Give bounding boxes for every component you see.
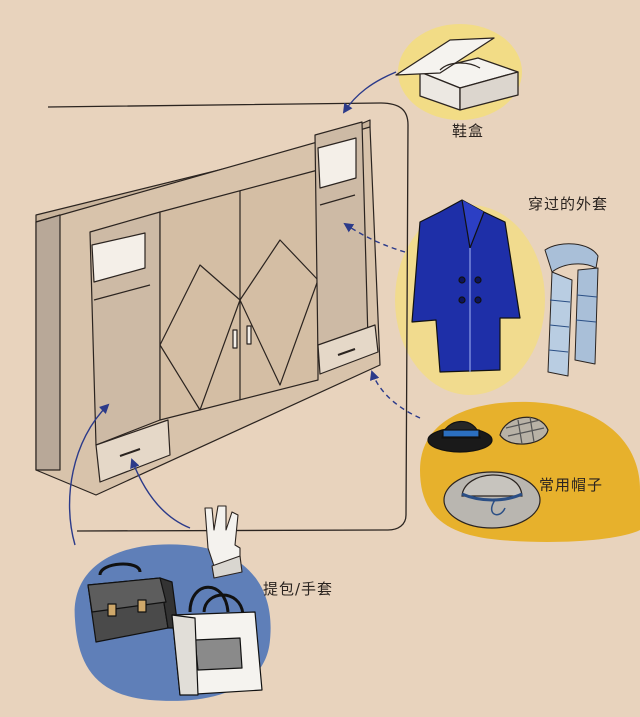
door-handle-left <box>232 329 238 349</box>
arrows <box>68 71 421 546</box>
bags-gloves-label: 提包/手套 <box>263 580 334 598</box>
fedora-hat-icon <box>427 420 493 453</box>
wardrobe-left-side <box>35 214 61 471</box>
coat-label: 穿过的外套 <box>528 195 609 213</box>
right-drawer-handle <box>337 348 356 356</box>
scarf-icon <box>544 243 599 377</box>
sun-hat-icon <box>443 471 541 529</box>
center-doors <box>159 169 319 421</box>
shoebox-label: 鞋盒 <box>452 122 485 140</box>
shoebox-icon <box>395 37 519 111</box>
arrow-coat <box>343 222 406 253</box>
door-handle-right <box>246 325 252 345</box>
handbag-icon <box>171 585 263 696</box>
gloves-icon <box>204 505 243 579</box>
frame-lines <box>47 102 409 532</box>
arrow-bags <box>68 403 110 546</box>
right-shelf-box <box>317 137 357 189</box>
left-shelf-box <box>91 232 146 283</box>
right-drawer <box>317 324 379 375</box>
arrow-hats <box>369 370 421 419</box>
wardrobe <box>35 119 381 496</box>
arrow-shoebox <box>342 71 397 114</box>
right-hang-rail <box>319 194 356 206</box>
arrow-gloves <box>130 458 191 529</box>
briefcase-icon <box>87 562 179 643</box>
hats-label: 常用帽子 <box>539 476 604 494</box>
flat-cap-icon <box>499 416 549 445</box>
coat-icon <box>411 199 521 373</box>
left-drawer-handle <box>119 448 141 457</box>
left-hang-rail <box>93 284 151 301</box>
